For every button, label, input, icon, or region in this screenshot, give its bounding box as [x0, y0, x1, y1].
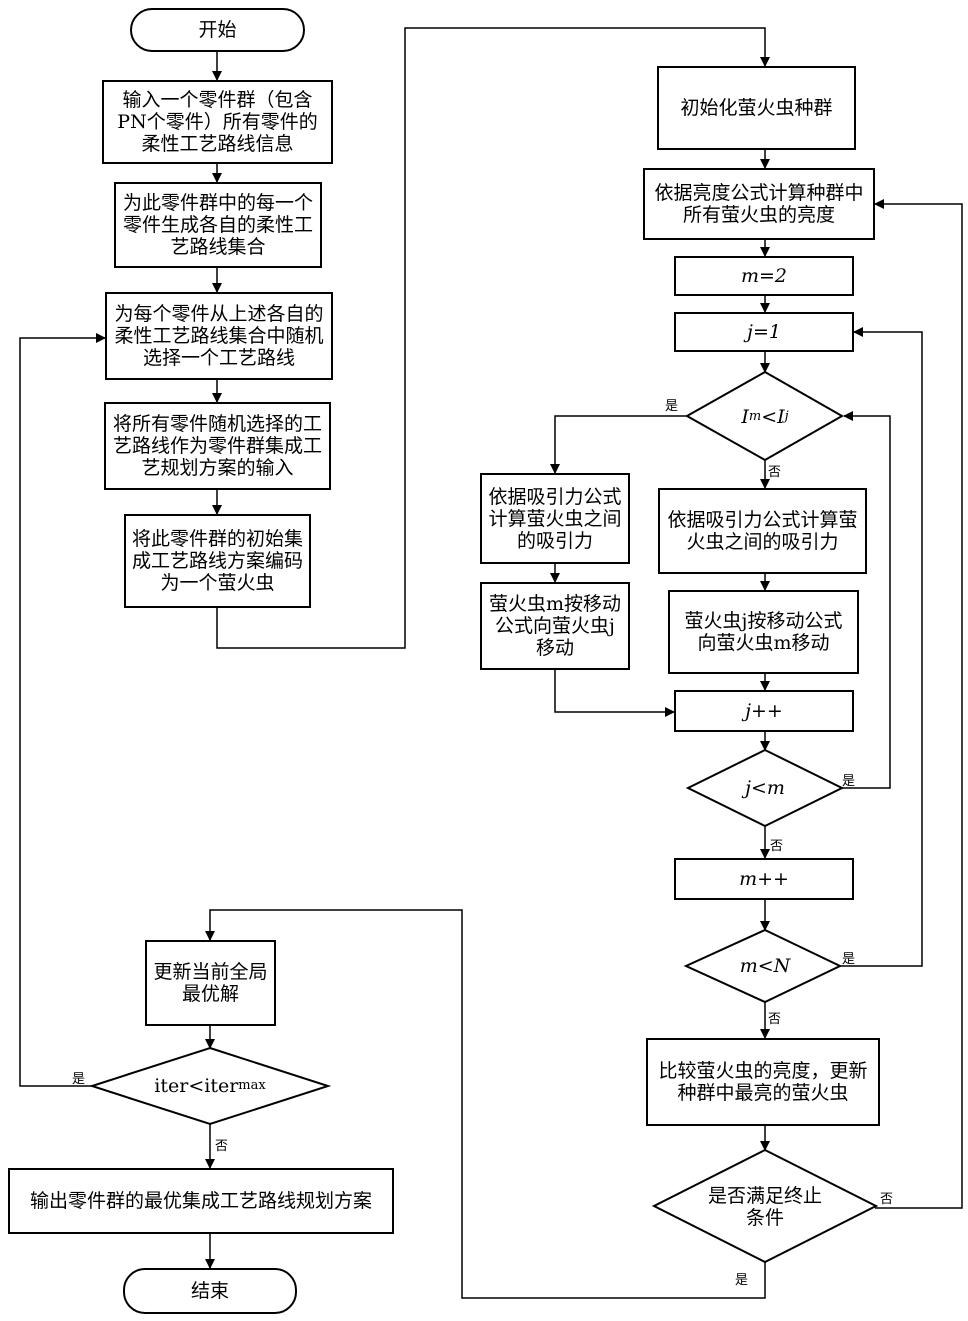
iter-text: iter<iter — [154, 1075, 238, 1097]
center-attraction-box: 依据吸引力公式计算萤火虫之间的吸引力 — [658, 488, 867, 574]
im-symbol: I — [741, 406, 749, 428]
decision-terminate: 是否满足终止条件 — [705, 1184, 825, 1230]
ij-subscript: j — [785, 406, 789, 428]
end-node: 结束 — [123, 1268, 297, 1314]
edge-l2-r5 — [555, 670, 674, 712]
random-select-route-box: 为每个零件从上述各自的柔性工艺路线集合中随机选择一个工艺路线 — [105, 292, 333, 380]
left-attraction-box: 依据吸引力公式计算萤火虫之间的吸引力 — [480, 473, 630, 564]
center-move-box: 萤火虫j按移动公式向萤火虫m移动 — [668, 590, 859, 674]
update-brightest-box: 比较萤火虫的亮度，更新种群中最亮的萤火虫 — [646, 1038, 880, 1126]
edge-d1-yes-l1 — [555, 416, 687, 473]
start-node: 开始 — [130, 8, 305, 52]
m-increment-box: m++ — [674, 858, 854, 900]
decision-im-lt-ij: Im<Ij — [710, 402, 820, 432]
label-d4-yes: 是 — [735, 1274, 748, 1288]
j-increment-box: j++ — [674, 690, 854, 732]
route-as-input-box: 将所有零件随机选择的工艺路线作为零件群集成工艺规划方案的输入 — [104, 402, 331, 490]
label-d3-no: 否 — [768, 1013, 781, 1027]
edge-d4-no-r2 — [875, 204, 962, 1208]
compute-brightness-box: 依据亮度公式计算种群中所有萤火虫的亮度 — [643, 168, 875, 240]
label-d5-no: 否 — [215, 1140, 228, 1154]
decision-m-lt-n: m<N — [715, 952, 815, 980]
lt-symbol: < — [761, 406, 777, 428]
edge-d5-yes-n3 — [20, 338, 105, 1086]
decision-iter: iter<itermax — [140, 1072, 280, 1100]
decision-j-lt-m: j<m — [715, 774, 815, 802]
encode-firefly-box: 将此零件群的初始集成工艺路线方案编码为一个萤火虫 — [124, 514, 311, 608]
label-d2-no: 否 — [770, 840, 783, 854]
label-d1-yes: 是 — [665, 400, 678, 414]
label-d1-no: 否 — [768, 466, 781, 480]
ij-symbol: I — [777, 406, 785, 428]
m-equals-2-box: m=2 — [674, 256, 854, 296]
label-d3-yes: 是 — [842, 953, 855, 967]
iter-subscript: max — [238, 1075, 265, 1097]
label-d4-no: 否 — [880, 1193, 893, 1207]
output-plan-box: 输出零件群的最优集成工艺路线规划方案 — [8, 1168, 394, 1234]
j-equals-1-box: j=1 — [674, 312, 854, 352]
generate-route-sets-box: 为此零件群中的每一个零件生成各自的柔性工艺路线集合 — [114, 182, 322, 268]
left-move-box: 萤火虫m按移动公式向萤火虫j移动 — [480, 582, 630, 670]
update-global-best-box: 更新当前全局最优解 — [145, 940, 276, 1026]
label-d5-yes: 是 — [72, 1073, 85, 1087]
im-subscript: m — [749, 406, 761, 428]
init-population-box: 初始化萤火虫种群 — [657, 66, 856, 150]
input-routes-box: 输入一个零件群（包含PN个零件）所有零件的柔性工艺路线信息 — [102, 80, 333, 164]
label-d2-yes: 是 — [842, 775, 855, 789]
